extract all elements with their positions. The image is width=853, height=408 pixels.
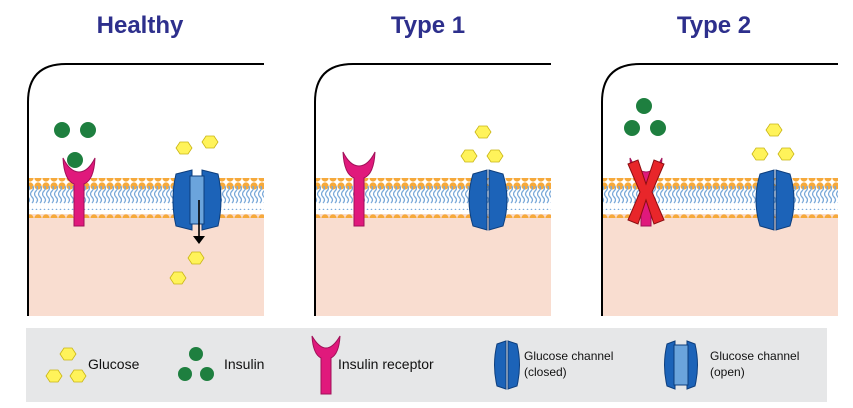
insulin-icon bbox=[54, 122, 96, 168]
insulin-receptor-icon bbox=[62, 157, 96, 227]
glucose-channel-closed-icon bbox=[755, 169, 795, 231]
cell-membrane bbox=[28, 178, 264, 218]
panel-healthy bbox=[27, 63, 264, 316]
legend: Glucose Insulin Insulin receptor Glucose… bbox=[26, 328, 827, 402]
panel-title-type1: Type 1 bbox=[390, 12, 466, 39]
legend-label-channel-closed: Glucose channel (closed) bbox=[524, 348, 613, 380]
panel-type1 bbox=[314, 63, 551, 316]
glucose-icon bbox=[169, 135, 219, 285]
legend-label-channel-open-line2: (open) bbox=[710, 365, 745, 379]
glucose-icon bbox=[751, 123, 795, 161]
legend-label-insulin-receptor: Insulin receptor bbox=[338, 356, 434, 372]
insulin-icon bbox=[178, 347, 214, 381]
legend-label-channel-open-line1: Glucose channel bbox=[710, 349, 800, 363]
legend-label-channel-closed-line1: Glucose channel bbox=[524, 349, 614, 363]
panel-type2 bbox=[601, 63, 838, 316]
block-x-icon bbox=[627, 159, 665, 225]
legend-label-channel-closed-line2: (closed) bbox=[524, 365, 567, 379]
legend-label-channel-open: Glucose channel (open) bbox=[710, 348, 799, 380]
panel-title-type2: Type 2 bbox=[676, 12, 752, 39]
legend-label-insulin: Insulin bbox=[224, 356, 265, 372]
glucose-channel-open-icon bbox=[172, 169, 222, 231]
glucose-channel-closed-icon bbox=[468, 169, 508, 231]
legend-label-glucose: Glucose bbox=[88, 356, 140, 372]
panel-title-healthy: Healthy bbox=[96, 12, 184, 39]
insulin-receptor-icon bbox=[311, 335, 341, 395]
glucose-icon bbox=[45, 347, 87, 383]
glucose-channel-closed-icon bbox=[494, 340, 520, 390]
cell-membrane bbox=[315, 178, 551, 218]
glucose-channel-open-icon bbox=[664, 340, 698, 390]
insulin-icon bbox=[624, 98, 666, 136]
glucose-icon bbox=[460, 125, 504, 163]
arrow-down-icon bbox=[193, 200, 205, 244]
insulin-receptor-icon bbox=[342, 151, 376, 227]
